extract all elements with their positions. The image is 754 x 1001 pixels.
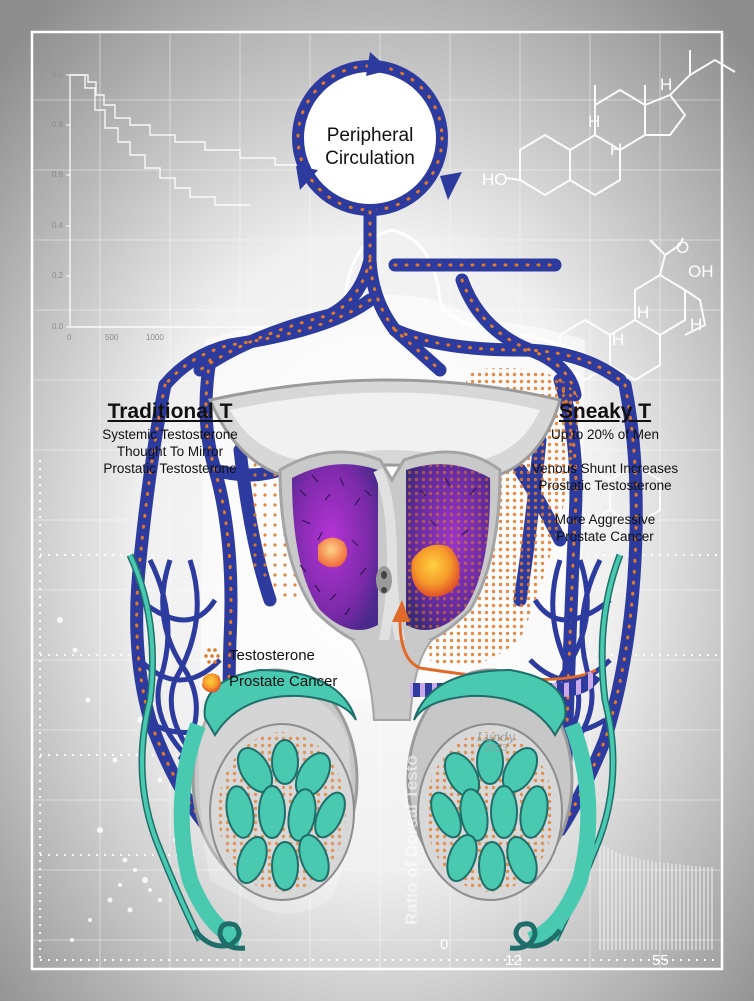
legend-cancer-label: Prostate Cancer [229, 673, 338, 690]
signature-year: 2023 [484, 744, 508, 754]
sneaky-t-block: Sneaky T Up to 20% of Men Venous Shunt I… [505, 400, 705, 545]
molecule-label-h5: H [612, 330, 625, 349]
sneaky-t-aggressive-line-1: More Aggressive [554, 512, 656, 527]
legend-testosterone-swatch [204, 648, 220, 664]
vas-coils [193, 921, 562, 951]
molecule-label-h4: H [637, 303, 650, 322]
molecule-label-ho: HO [482, 170, 508, 189]
shunt-arrowhead [392, 600, 410, 622]
signature-name: Lundy [477, 730, 515, 744]
traditional-t-block: Traditional T Systemic Testosterone Thou… [45, 400, 295, 477]
urethra [373, 467, 405, 705]
molecule-label-h2: H [610, 140, 623, 159]
rotated-axis-label: Ratio of Dorsal Testo [402, 755, 421, 925]
large-tumor [411, 544, 460, 597]
circulation-arrowhead-left [296, 166, 318, 190]
prostate [207, 378, 562, 721]
traditional-t-line-3: Prostatic Testosterone [103, 461, 237, 476]
traditional-t-line-1: Systemic Testosterone [102, 427, 238, 442]
shunt-arrow [398, 619, 597, 681]
sneaky-t-prevalence: Up to 20% of Men [550, 427, 660, 442]
bar-histogram-background [599, 842, 713, 950]
left-testis [173, 668, 359, 948]
artist-signature: Lundy 2023 [476, 730, 516, 754]
km-y-tick-3: 0.6 [52, 170, 64, 179]
steroid-molecule-middle [559, 237, 707, 382]
molecule-label-o: O [676, 238, 690, 257]
dotted-axis-lines [39, 460, 720, 961]
km-x-tick-1: 0 [67, 333, 72, 342]
molecule-label-h1: H [588, 112, 601, 131]
sneaky-t-shunt-line-2: Prostatic Testosterone [538, 478, 672, 493]
bottom-tick-3: 55 [652, 952, 669, 969]
molecule-label-h6: H [690, 315, 703, 334]
verumontanum [376, 566, 392, 594]
circulation-label: Peripheral Circulation [300, 124, 440, 170]
left-epididymis [203, 668, 357, 737]
legend-testosterone-label: Testosterone [229, 647, 315, 664]
bottom-tick-2: 12 [505, 952, 522, 969]
km-y-tick-1: 1.0 [52, 70, 64, 79]
km-x-tick-3: 1000 [146, 333, 164, 342]
sneaky-t-title: Sneaky T [558, 400, 652, 423]
frame [30, 30, 724, 971]
traditional-t-title: Traditional T [107, 400, 233, 423]
sneaky-t-shunt-line-1: Venous Shunt Increases [531, 461, 679, 476]
legend-cancer-swatch [202, 673, 221, 693]
circulation-line-1: Peripheral [326, 125, 414, 146]
molecule-label-oh: OH [688, 262, 714, 281]
km-chart-background [69, 74, 300, 328]
venous-system [130, 205, 643, 837]
km-x-tick-2: 500 [105, 333, 119, 342]
sneaky-t-aggressive-line-2: Prostate Cancer [556, 529, 654, 544]
right-epididymis [413, 668, 567, 737]
km-y-tick-5: 0.2 [52, 271, 64, 280]
circulation-arrowhead-top [366, 52, 390, 76]
circulation-line-2: Circulation [325, 148, 415, 169]
urethra-lower [351, 639, 433, 721]
molecule-label-h3: H [660, 75, 673, 94]
km-y-tick-2: 0.8 [52, 120, 64, 129]
bottom-tick-1: 0 [440, 936, 449, 953]
traditional-t-line-2: Thought To Mirror [116, 444, 224, 459]
shunt-vein [410, 670, 601, 697]
km-y-ticks [66, 74, 70, 328]
circulation-arrowhead-right [440, 172, 462, 200]
small-tumor [318, 537, 348, 568]
km-y-tick-6: 0.0 [52, 322, 64, 331]
right-testis [406, 668, 597, 948]
steroid-molecule-top [504, 50, 736, 197]
km-y-tick-4: 0.4 [52, 221, 64, 230]
